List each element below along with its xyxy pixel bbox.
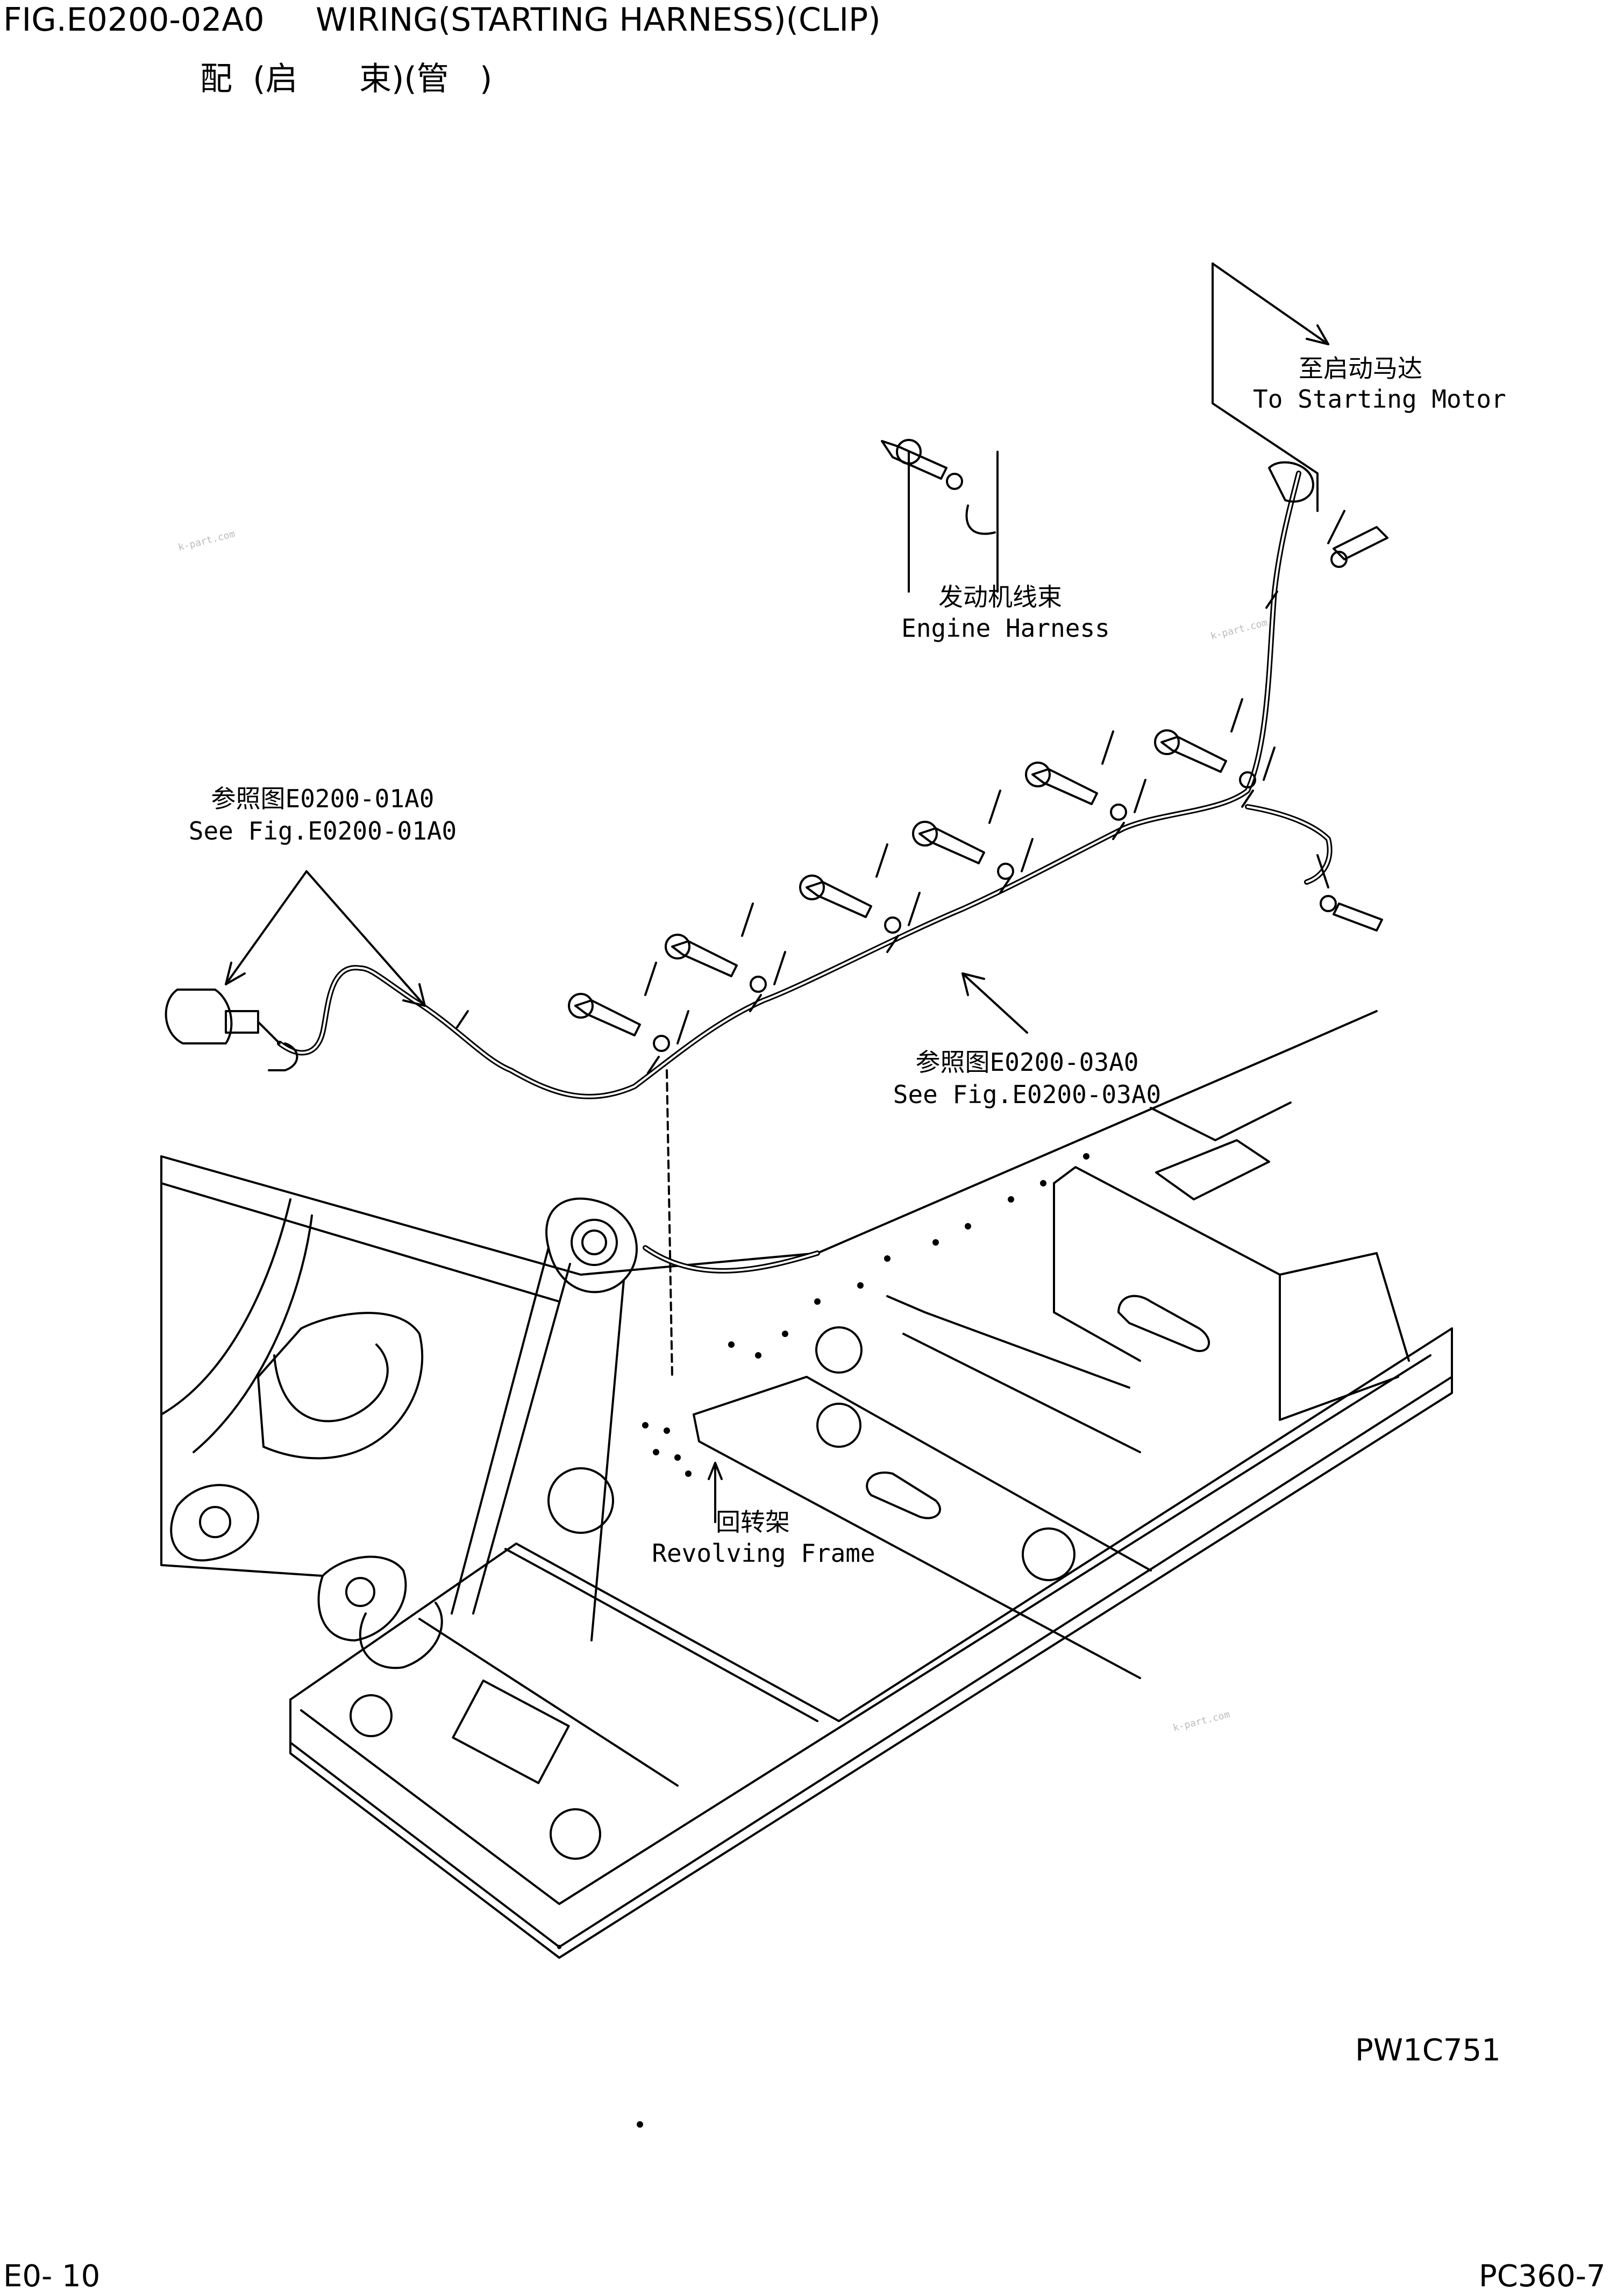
label-engine-harness-en: Engine Harness — [901, 614, 1110, 643]
model-number: PC360-7 — [1479, 2259, 1606, 2294]
clip-bolt-set — [456, 439, 1388, 1074]
label-see-fig-03-cn: 参照图E0200-03A0 — [915, 1048, 1139, 1077]
illustration-code: PW1C751 — [1355, 2033, 1501, 2068]
label-to-starting-motor-cn: 至启动马达 — [1299, 354, 1422, 383]
page-number: E0- 10 — [3, 2259, 101, 2294]
label-see-fig-03-en: See Fig.E0200-03A0 — [893, 1080, 1162, 1109]
starting-harness-cable — [165, 461, 1333, 1378]
leader-lines — [225, 262, 1329, 1523]
figure-title: FIG.E0200-02A0 WIRING(STARTING HARNESS)(… — [3, 1, 881, 39]
revolving-frame — [160, 1010, 1453, 2128]
label-revolving-frame-en: Revolving Frame — [652, 1539, 875, 1568]
figure-title-chinese: 配 (启 束)(管 ) — [200, 60, 493, 98]
label-to-starting-motor-en: To Starting Motor — [1253, 385, 1506, 414]
label-see-fig-01-cn: 参照图E0200-01A0 — [211, 784, 434, 813]
label-revolving-frame-cn: 回转架 — [716, 1508, 790, 1537]
label-see-fig-01-en: See Fig.E0200-01A0 — [188, 816, 457, 845]
label-engine-harness-cn: 发动机线束 — [938, 582, 1062, 612]
